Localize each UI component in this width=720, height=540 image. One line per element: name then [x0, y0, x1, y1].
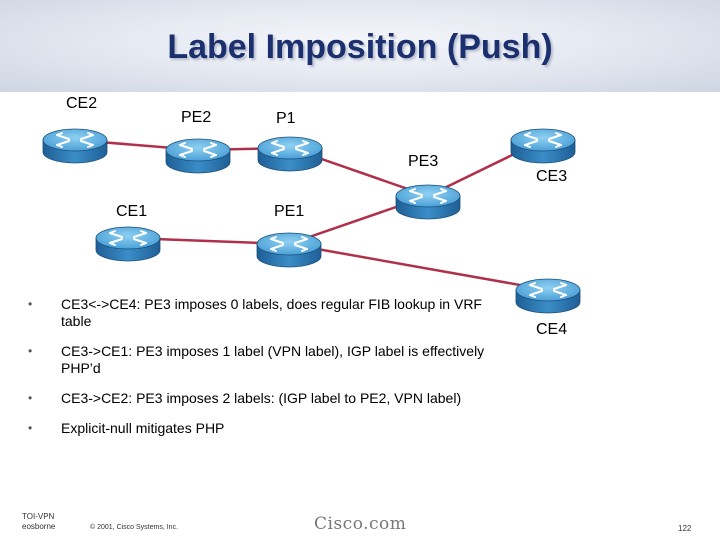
- footer-course-line1: TOI-VPN: [22, 512, 55, 521]
- title-bar: [0, 0, 720, 92]
- router-pe1-icon: [256, 232, 322, 268]
- router-pe3-icon: [395, 184, 461, 220]
- router-label-ce3: CE3: [536, 168, 567, 185]
- router-pe2-icon: [165, 138, 231, 174]
- bullet-icon: •: [28, 297, 33, 311]
- bullet-item: • CE3->CE1: PE3 imposes 1 label (VPN labe…: [28, 343, 498, 377]
- router-ce1-icon: [95, 226, 161, 262]
- bullet-list: • CE3<->CE4: PE3 imposes 0 labels, does r…: [28, 296, 498, 450]
- footer-copyright: © 2001, Cisco Systems, Inc.: [90, 524, 179, 531]
- cisco-logo: Cisco.com: [314, 514, 407, 534]
- bullet-icon: •: [28, 391, 33, 405]
- bullet-icon: •: [28, 344, 33, 358]
- bullet-icon: •: [28, 421, 33, 435]
- slide-title: Label Imposition (Push): [167, 28, 553, 66]
- footer-course-line2: eosborne: [22, 522, 56, 531]
- router-label-p1: P1: [276, 110, 296, 127]
- link-pe1-ce4: [288, 242, 549, 292]
- router-ce3-icon: [510, 128, 576, 164]
- bullet-text: Explicit-null mitigates PHP: [61, 420, 225, 436]
- bullet-text: CE3->CE1: PE3 imposes 1 label (VPN label…: [61, 343, 485, 376]
- router-p1-icon: [257, 136, 323, 172]
- router-label-ce2: CE2: [66, 95, 97, 112]
- bullet-item: • CE3->CE2: PE3 imposes 2 labels: (IGP la…: [28, 390, 498, 407]
- bullet-text: CE3->CE2: PE3 imposes 2 labels: (IGP lab…: [61, 390, 462, 406]
- router-label-ce1: CE1: [116, 203, 147, 220]
- bullet-text: CE3<->CE4: PE3 imposes 0 labels, does re…: [61, 296, 482, 329]
- router-label-pe3: PE3: [408, 153, 438, 170]
- router-ce2-icon: [42, 128, 108, 164]
- footer-course: TOI-VPN eosborne: [22, 512, 55, 532]
- router-label-ce4: CE4: [536, 321, 567, 338]
- bullet-item: • CE3<->CE4: PE3 imposes 0 labels, does r…: [28, 296, 498, 330]
- bullet-item: • Explicit-null mitigates PHP: [28, 420, 498, 437]
- router-label-pe1: PE1: [274, 203, 304, 220]
- router-ce4-icon: [515, 278, 581, 314]
- page-number: 122: [678, 524, 692, 533]
- router-label-pe2: PE2: [181, 109, 211, 126]
